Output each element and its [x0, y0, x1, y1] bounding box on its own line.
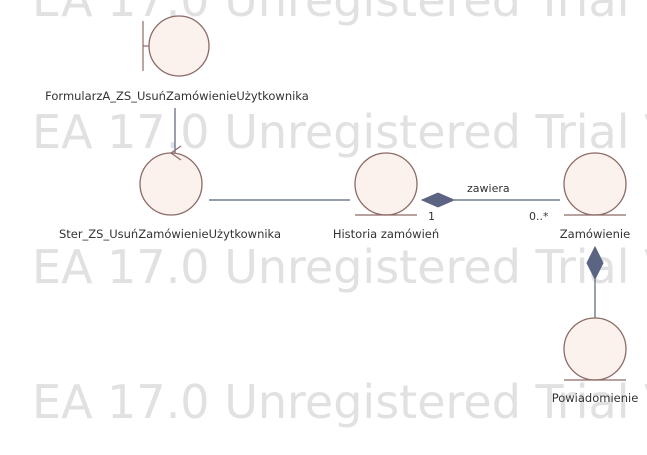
watermark-text-3: EA 17.0 Unregistered Trial V — [32, 240, 647, 294]
entity-history-element[interactable] — [354, 152, 418, 216]
watermark-text-2: EA 17.0 Unregistered Trial V — [32, 105, 647, 159]
composition-diamond-history — [420, 192, 456, 208]
association-name-zawiera: zawiera — [467, 182, 510, 195]
composition-diamond-order — [586, 245, 604, 281]
control-arrow-lower — [170, 152, 182, 161]
entity-order-label: Zamówienie — [560, 227, 630, 241]
watermark-text-1: EA 17.0 Unregistered Trial V — [32, 0, 647, 27]
multiplicity-source: 1 — [428, 210, 435, 223]
watermark-text-4: EA 17.0 Unregistered Trial V — [32, 375, 647, 429]
boundary-label: FormularzA_ZS_UsuńZamówienieUżytkownika — [45, 89, 309, 103]
control-icon — [139, 152, 203, 216]
control-arrow-upper — [170, 145, 182, 154]
boundary-icon — [148, 15, 210, 77]
entity-history-icon — [354, 152, 418, 216]
entity-notification-icon — [563, 317, 627, 381]
boundary-element[interactable] — [142, 15, 210, 77]
entity-order-element[interactable] — [563, 152, 627, 216]
entity-notification-element[interactable] — [563, 317, 627, 381]
entity-notification-label: Powiadomienie — [552, 391, 639, 405]
multiplicity-target: 0..* — [529, 210, 549, 223]
entity-order-icon — [563, 152, 627, 216]
control-element[interactable] — [139, 145, 203, 216]
entity-history-label: Historia zamówień — [333, 227, 439, 241]
control-label: Ster_ZS_UsuńZamówienieUżytkownika — [59, 227, 281, 241]
